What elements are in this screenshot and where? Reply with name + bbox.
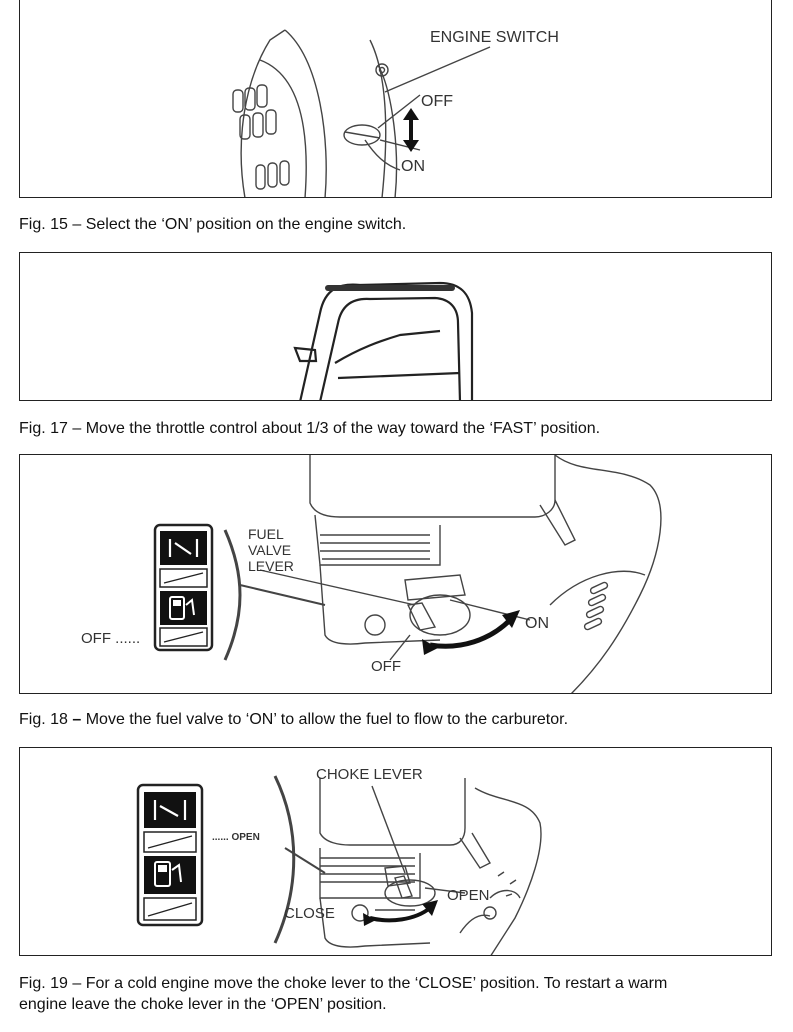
choke-icon-panel <box>136 783 204 927</box>
open-label: OPEN <box>447 887 490 904</box>
fuel-valve-label-1: FUEL <box>248 526 284 542</box>
off-bottom-label: OFF <box>371 658 401 675</box>
fig15-caption: Fig. 15 – Select the ‘ON’ position on th… <box>19 216 407 233</box>
engine-switch-label: ENGINE SWITCH <box>430 29 559 46</box>
fig18-caption: Fig. 18 – Move the fuel valve to ‘ON’ to… <box>19 711 569 728</box>
fuel-valve-label-2: VALVE <box>248 542 291 558</box>
fig17-illustration <box>19 252 772 401</box>
on-label: ON <box>525 615 549 632</box>
engine-switch-drawing: ENGINE SWITCH OFF ON <box>232 29 559 197</box>
on-label: ON <box>401 158 425 175</box>
open-dots-label: ...... OPEN <box>212 832 260 843</box>
fuel-icon-panel <box>153 523 214 652</box>
off-dots-label: OFF ...... <box>81 630 140 647</box>
fig17-caption: Fig. 17 – Move the throttle control abou… <box>19 420 601 437</box>
fig19-caption-line-2: engine leave the choke lever in the ‘OPE… <box>19 996 387 1013</box>
fig19-illustration: CHOKE LEVER ...... OPEN OPEN CLOSE <box>19 747 772 956</box>
fig19-caption: Fig. 19 – For a cold engine move the cho… <box>19 973 759 1015</box>
choke-lever-label: CHOKE LEVER <box>316 766 423 783</box>
fig15-illustration: ENGINE SWITCH OFF ON <box>19 0 772 198</box>
close-label: CLOSE <box>284 905 335 922</box>
off-label: OFF <box>421 93 453 110</box>
fuel-valve-label-3: LEVER <box>248 558 294 574</box>
fig18-illustration: FUEL VALVE LEVER OFF ...... ON OFF <box>19 454 772 694</box>
fuel-valve-drawing: FUEL VALVE LEVER OFF ...... ON OFF <box>81 455 662 693</box>
mower-handle-drawing <box>293 281 474 400</box>
choke-lever-drawing: CHOKE LEVER ...... OPEN OPEN CLOSE <box>136 766 542 955</box>
fig19-caption-line-1: Fig. 19 – For a cold engine move the cho… <box>19 975 668 992</box>
